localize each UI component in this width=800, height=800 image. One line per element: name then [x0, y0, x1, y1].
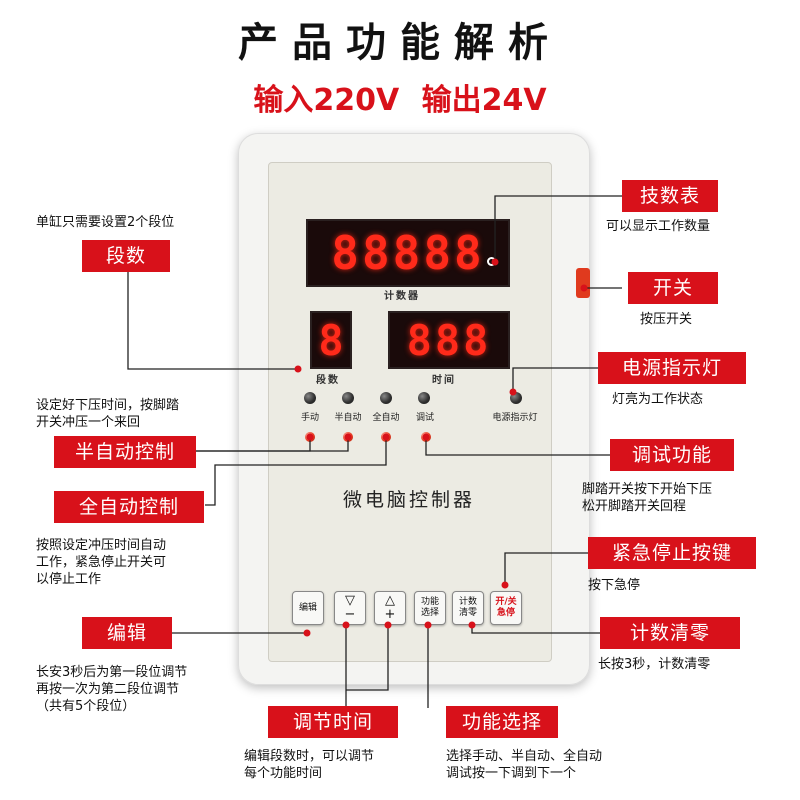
led-manual-top	[304, 392, 316, 404]
emergency-callout-tag: 紧急停止按键	[588, 537, 756, 569]
func-select-note-line: 调试按一下调到下一个	[446, 766, 577, 781]
function-select-button[interactable]: 功能 选择	[414, 591, 446, 625]
debug-note: 脚踏开关按下开始下压 松开脚踏开关回程	[582, 481, 712, 515]
down-triangle-icon: ▽	[345, 593, 355, 608]
debug-callout-tag: 调试功能	[610, 439, 734, 471]
edit-note-line: 再按一次为第二段位调节	[36, 682, 180, 697]
counter-display-dot	[487, 257, 496, 266]
time-label: 时间	[432, 375, 456, 386]
edit-callout-tag: 编辑	[82, 617, 172, 649]
edit-button-label: 编辑	[298, 602, 317, 613]
counter-label: 计数器	[384, 291, 420, 302]
edit-note-line: （共有5个段位）	[36, 699, 136, 714]
minus-icon: −	[344, 607, 356, 622]
up-triangle-icon: △	[385, 593, 395, 608]
counter-callout-tag: 技数表	[622, 180, 718, 212]
counter-note: 可以显示工作数量	[606, 219, 711, 234]
power-light-note: 灯亮为工作状态	[612, 392, 704, 407]
led-debug-top	[418, 392, 430, 404]
led-semi-auto	[343, 432, 353, 442]
count-reset-note: 长按3秒，计数清零	[598, 657, 711, 672]
edit-note-line: 长安3秒后为第一段位调节	[36, 665, 188, 680]
debug-note-line: 松开脚踏开关回程	[582, 499, 687, 514]
segment-display: 8	[310, 311, 352, 369]
edit-note: 长安3秒后为第一段位调节 再按一次为第二段位调节 （共有5个段位）	[36, 664, 187, 715]
indicator-label-power: 电源指示灯	[492, 413, 538, 423]
power-emergency-stop-button[interactable]: 开/关 急停	[490, 591, 522, 625]
semi-auto-note-line: 开关冲压一个来回	[36, 415, 141, 430]
adjust-time-note-line: 编辑段数时，可以调节	[244, 749, 375, 764]
debug-note-line: 脚踏开关按下开始下压	[582, 482, 713, 497]
indicator-label-full-auto: 全自动	[372, 413, 400, 423]
full-auto-note-line: 以停止工作	[36, 572, 102, 587]
time-display: 888	[388, 311, 510, 369]
indicator-label-manual: 手动	[300, 413, 320, 423]
power-light-callout-tag: 电源指示灯	[598, 352, 746, 384]
count-reset-button[interactable]: 计数 清零	[452, 591, 484, 625]
full-auto-note: 按照设定冲压时间自动 工作，紧急停止开关可 以停止工作	[36, 537, 166, 588]
count-reset-callout-tag: 计数清零	[600, 617, 740, 649]
led-semi-auto-top	[342, 392, 354, 404]
led-full-auto	[381, 432, 391, 442]
indicator-label-semi-auto: 半自动	[334, 413, 362, 423]
count-reset-label-1: 计数	[458, 597, 477, 607]
semi-auto-note: 设定好下压时间，按脚踏 开关冲压一个来回	[36, 397, 179, 431]
emergency-note: 按下急停	[588, 578, 641, 593]
switch-note: 按压开关	[640, 312, 693, 327]
adjust-time-note-line: 每个功能时间	[244, 766, 323, 781]
led-debug	[421, 432, 431, 442]
semi-auto-note-line: 设定好下压时间，按脚踏	[36, 398, 180, 413]
panel-title: 微电脑控制器	[342, 489, 475, 511]
func-select-callout-tag: 功能选择	[446, 706, 558, 738]
switch-callout-tag: 开关	[628, 272, 718, 304]
full-auto-note-line: 按照设定冲压时间自动	[36, 538, 167, 553]
func-select-note: 选择手动、半自动、全自动 调试按一下调到下一个	[446, 748, 602, 782]
adjust-time-callout-tag: 调节时间	[268, 706, 398, 738]
segment-note: 单缸只需要设置2个段位	[36, 215, 175, 230]
page-title: 产品功能解析	[238, 20, 562, 66]
segment-callout-tag: 段数	[82, 240, 170, 272]
spec-subtitle: 输入220V 输出24V	[0, 75, 800, 119]
indicator-label-debug: 调试	[415, 413, 435, 423]
full-auto-callout-tag: 全自动控制	[54, 491, 204, 523]
led-full-auto-top	[380, 392, 392, 404]
full-auto-note-line: 工作，紧急停止开关可	[36, 555, 167, 570]
adjust-time-note: 编辑段数时，可以调节 每个功能时间	[244, 748, 374, 782]
input-spec: 输入220V	[253, 83, 400, 118]
side-power-switch[interactable]	[576, 268, 590, 298]
counter-display: 88888	[306, 219, 510, 287]
function-select-label-1: 功能	[420, 597, 439, 607]
func-select-note-line: 选择手动、半自动、全自动	[446, 749, 603, 764]
power-stop-label-2: 急停	[496, 608, 515, 618]
count-reset-label-2: 清零	[458, 608, 477, 618]
led-manual	[305, 432, 315, 442]
semi-auto-callout-tag: 半自动控制	[54, 436, 196, 468]
down-minus-button[interactable]: ▽ −	[334, 591, 366, 625]
function-select-label-2: 选择	[420, 608, 439, 618]
output-spec: 输出24V	[421, 83, 547, 118]
edit-button[interactable]: 编辑	[292, 591, 324, 625]
power-stop-label-1: 开/关	[495, 597, 517, 607]
power-indicator-led	[510, 392, 522, 404]
plus-icon: +	[384, 607, 396, 622]
up-plus-button[interactable]: △ +	[374, 591, 406, 625]
segment-label: 段数	[316, 375, 340, 386]
